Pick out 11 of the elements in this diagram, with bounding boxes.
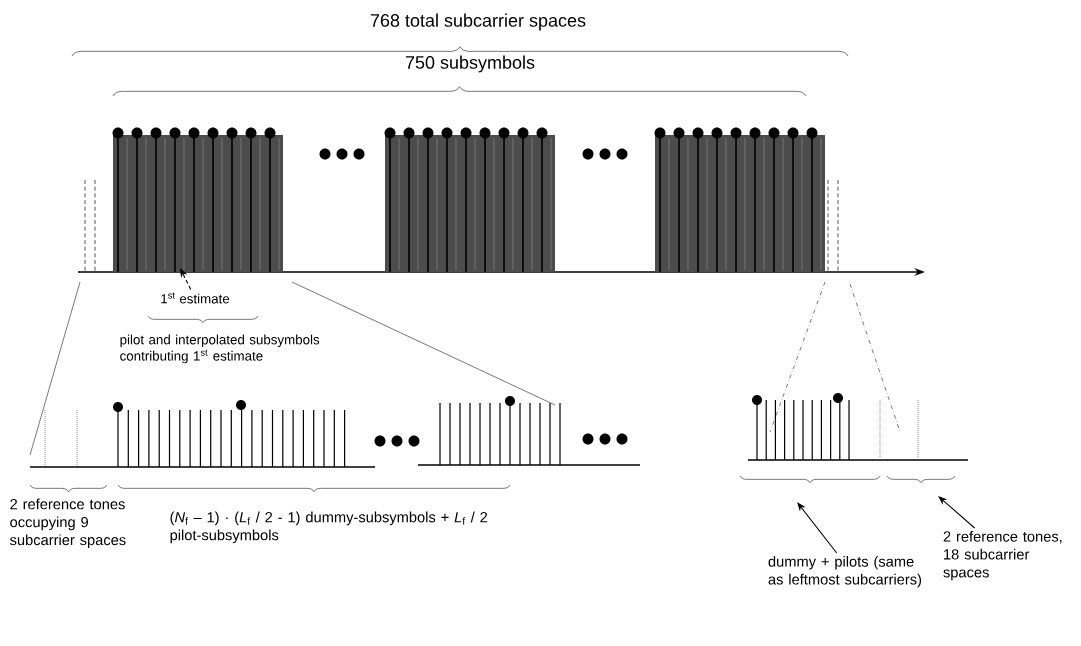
annotation-text: 1$^{st}$ estimate <box>161 292 230 304</box>
annotation-text: 2 reference tones, 18 subcarrier spaces <box>943 530 1062 581</box>
note-text: pilot and interpolated subsymbols contributing 1$^{st}$ estimate <box>120 334 320 364</box>
formula-text: (N$_{f}$ – 1) · (L$_{f}$ / 2 - 1) dummy-subsymbols + L$_{f}$ / 2 pilot-subsymbols <box>170 511 488 544</box>
note-text: 2 reference tones occupying 9 subcarrier spaces <box>10 498 126 549</box>
span-label: 768 total subcarrier spaces <box>370 13 586 31</box>
arrow <box>938 496 976 529</box>
annotation-text: dummy + pilots (same as leftmost subcarriers) <box>768 555 922 588</box>
span-label: 750 subsymbols <box>405 55 535 73</box>
arrow <box>180 268 192 291</box>
arrow <box>797 502 838 554</box>
